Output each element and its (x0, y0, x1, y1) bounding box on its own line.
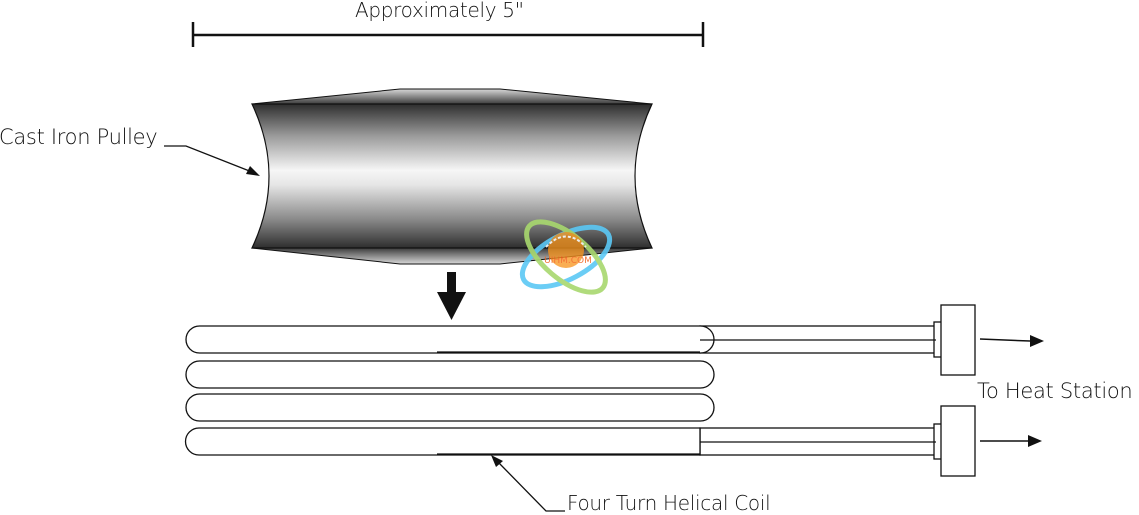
coil-turn (185, 393, 715, 422)
coil-label: Four Turn Helical Coil (567, 491, 771, 515)
coil-turn (185, 325, 715, 354)
pulley-label: Cast Iron Pulley (0, 125, 158, 149)
pulley-pointer (164, 145, 260, 176)
heat-station-label: To Heat Station (977, 379, 1133, 403)
watermark-logo: UIHM.COM (519, 219, 613, 295)
coil-shade (437, 339, 936, 455)
dimension-label: Approximately 5" (355, 0, 524, 22)
dimension-bar (191, 22, 705, 47)
coil-turn (184, 427, 701, 456)
output-arrow-icon (979, 335, 1044, 347)
helical-coil (184, 304, 976, 477)
output-arrow-icon (980, 435, 1042, 447)
down-arrow-icon (437, 272, 466, 320)
watermark-text: UIHM.COM (544, 256, 592, 266)
coil-turn (185, 360, 715, 389)
coil-pointer (491, 455, 565, 512)
pulley-shape (251, 88, 653, 265)
